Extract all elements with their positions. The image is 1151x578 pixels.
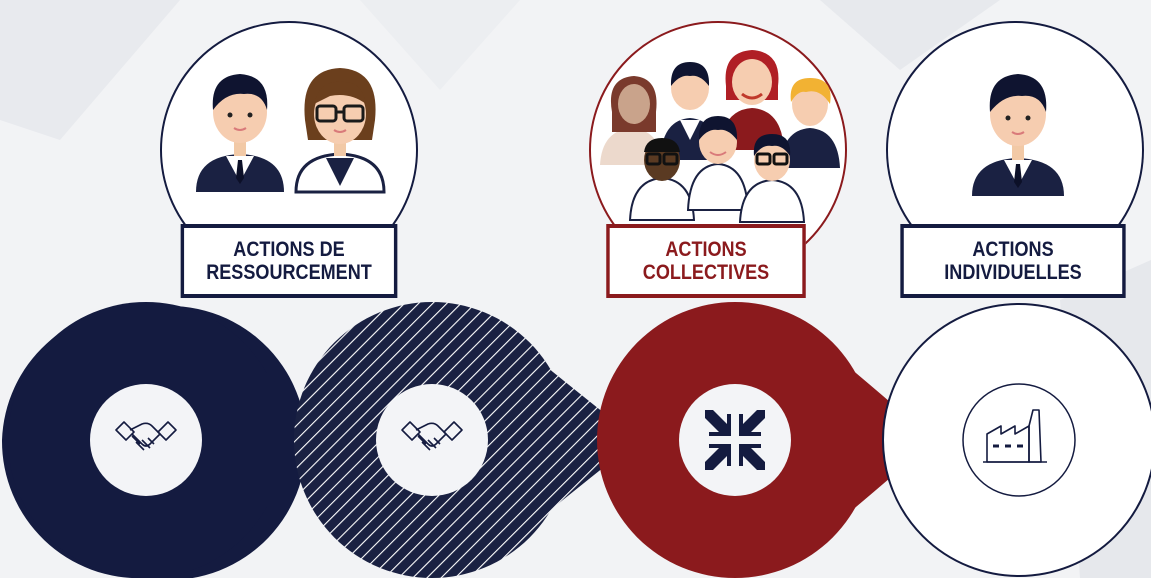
label-actions-individuelles: ACTIONS INDIVIDUELLES xyxy=(900,224,1126,298)
label-ressourcement-line1: ACTIONS DE xyxy=(233,238,345,261)
label-collectives-line1: ACTIONS xyxy=(665,238,747,261)
label-actions-de-ressourcement: ACTIONS DE RESSOURCEMENT xyxy=(180,224,398,298)
top-circle-ressourcement xyxy=(160,21,418,279)
step-2-inner xyxy=(376,384,488,496)
handshake-icon xyxy=(115,421,177,451)
handshake-icon xyxy=(401,421,463,451)
group-avatars-icon xyxy=(600,50,840,223)
factory-icon xyxy=(983,409,1047,463)
man-avatar-icon xyxy=(196,74,284,192)
step-1-inner xyxy=(90,384,202,496)
step-4-inner xyxy=(962,383,1076,497)
compress-arrows-icon xyxy=(705,410,765,470)
top-circle-individuelles xyxy=(886,21,1144,279)
label-actions-collectives: ACTIONS COLLECTIVES xyxy=(606,224,806,298)
woman-avatar-icon xyxy=(294,68,386,194)
top-circle-collectives xyxy=(589,21,847,279)
person-avatar-icon xyxy=(972,74,1064,196)
label-individuelles-line2: INDIVIDUELLES xyxy=(944,261,1082,284)
label-individuelles-line1: ACTIONS xyxy=(972,238,1054,261)
label-ressourcement-line2: RESSOURCEMENT xyxy=(206,261,372,284)
label-collectives-line2: COLLECTIVES xyxy=(642,261,770,284)
step-3-inner xyxy=(679,384,791,496)
